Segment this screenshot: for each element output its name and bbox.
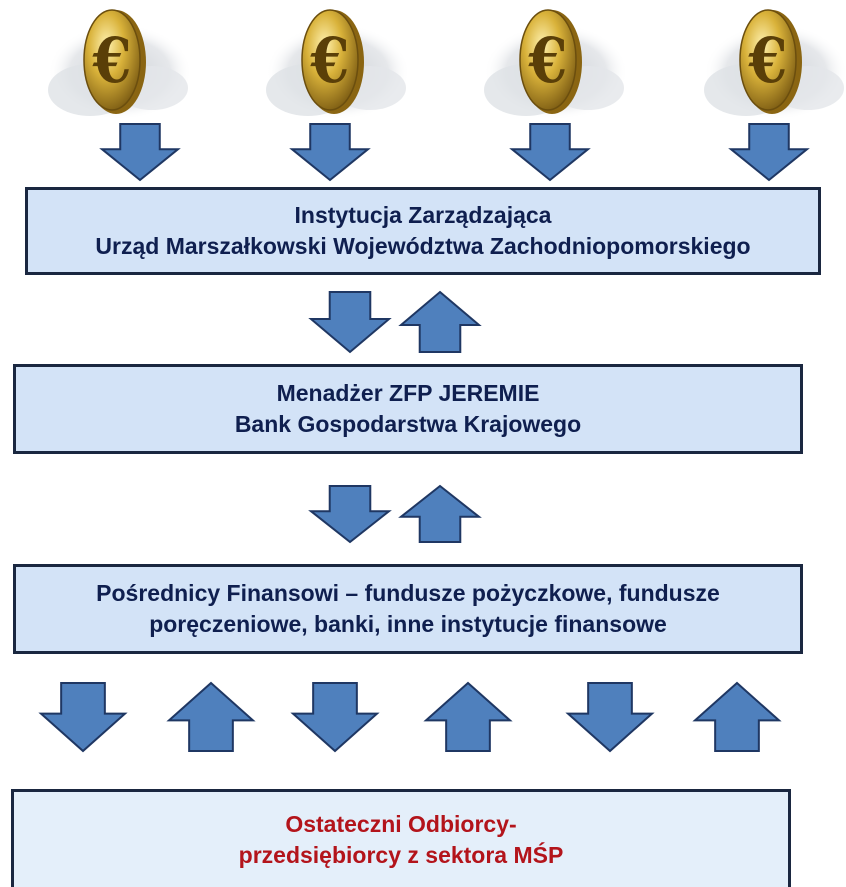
arrow-down-icon [290,682,380,753]
intermediaries-line2: poręczeniowe, banki, inne instytucje fin… [149,611,667,637]
euro-symbol: € [748,24,788,97]
managing-authority-box: Instytucja Zarządzająca Urząd Marszałkow… [25,187,821,275]
arrow-down-icon [38,682,128,753]
fund-manager-subtitle: Bank Gospodarstwa Krajowego [234,411,582,437]
final-recipients-title: Ostateczni Odbiorcy- [285,810,517,837]
arrow-up-icon [166,681,256,752]
managing-authority-title: Instytucja Zarządzająca [294,202,552,228]
arrow-up-icon [423,681,513,752]
arrow-up-icon [692,681,782,752]
euro-symbol: € [92,24,132,97]
arrow-down-icon [509,123,591,182]
arrow-up-icon [398,290,482,353]
final-recipients-subtitle: przedsiębiorcy z sektora MŚP [238,841,564,868]
euro-coin-icon: € [704,9,846,120]
euro-coin-icon: € [266,9,410,120]
managing-authority-subtitle: Urząd Marszałkowski Województwa Zachodni… [95,233,751,259]
intermediaries-box: Pośrednicy Finansowi – fundusze pożyczko… [13,564,803,654]
euro-symbol: € [310,24,350,97]
arrow-up-icon [398,484,482,543]
final-recipients-box: Ostateczni Odbiorcy- przedsiębiorcy z se… [11,789,791,887]
arrow-down-icon [308,485,392,544]
fund-manager-title: Menadżer ZFP JEREMIE [276,380,540,406]
arrow-down-icon [728,123,810,182]
intermediaries-line1: Pośrednicy Finansowi – fundusze pożyczko… [96,580,720,606]
euro-coin-icon: € [484,9,628,120]
euro-symbol: € [528,24,568,97]
arrow-down-icon [99,123,181,182]
coins-row: € € € € [48,9,846,120]
fund-manager-box: Menadżer ZFP JEREMIE Bank Gospodarstwa K… [13,364,803,454]
arrow-down-icon [308,291,392,354]
euro-coin-icon: € [48,9,192,120]
arrow-down-icon [565,682,655,753]
arrow-down-icon [289,123,371,182]
